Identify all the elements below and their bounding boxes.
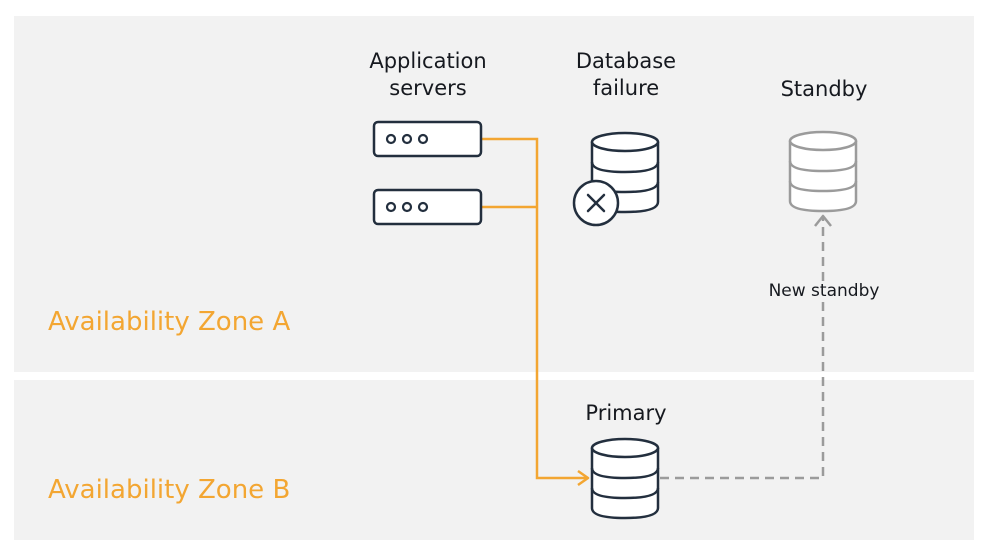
- primary-label: Primary: [585, 401, 667, 425]
- new-standby-label: New standby: [744, 281, 904, 301]
- application-server-1-icon: [372, 120, 483, 158]
- app-to-primary-connector: [482, 137, 590, 487]
- database-failure-label-line2: failure: [592, 76, 660, 100]
- application-server-2-icon: [372, 188, 483, 226]
- standby-label: Standby: [780, 77, 868, 101]
- application-servers-label-line2: servers: [389, 76, 467, 100]
- zone-a-label: Availability Zone A: [48, 307, 291, 337]
- failure-x-icon: [572, 179, 620, 227]
- database-failure-label: Database failure: [546, 48, 706, 102]
- availability-zone-b: [14, 380, 974, 540]
- application-servers-label-line1: Application: [369, 49, 487, 73]
- new-standby-connector: [660, 216, 825, 480]
- application-servers-label: Application servers: [348, 48, 508, 102]
- zone-b-label: Availability Zone B: [48, 475, 291, 505]
- new-standby-arrowhead: [814, 214, 832, 227]
- database-failure-label-line1: Database: [575, 49, 677, 73]
- primary-database-icon: [590, 437, 660, 520]
- standby-database-icon: [788, 130, 858, 213]
